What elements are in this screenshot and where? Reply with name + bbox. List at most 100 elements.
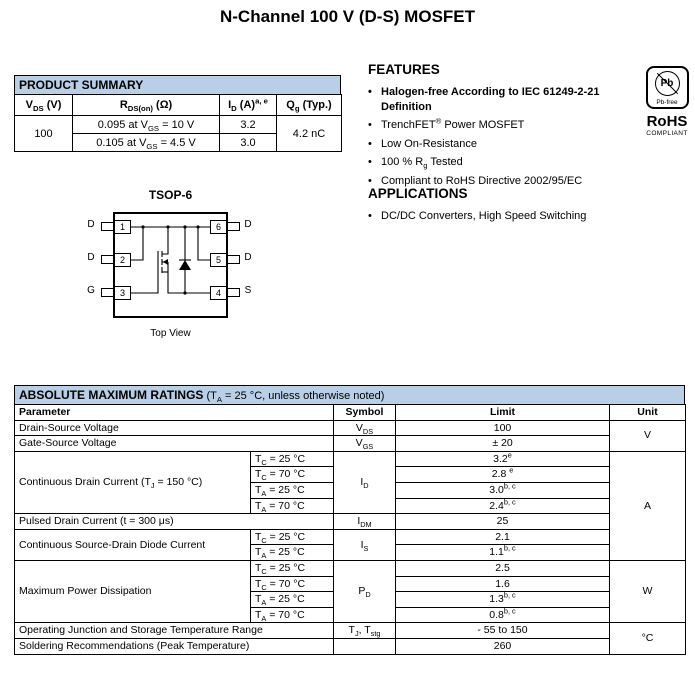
features-list: • Halogen-free According to IEC 61249-2-… [368,85,638,188]
limit-cell: 3.2e [395,450,610,468]
table-row: Gate-Source Voltage VGS ± 20 [14,435,686,452]
cond-cell: TC = 70 °C [250,466,334,483]
bullet-icon: • [368,137,372,150]
pin-2-lead [101,255,114,264]
application-text: DC/DC Converters, High Speed Switching [381,210,587,222]
applications-section: APPLICATIONS • DC/DC Converters, High Sp… [368,186,668,228]
pin-5-number: 5 [210,253,227,267]
mosfet-symbol [131,225,210,295]
bullet-icon: • [368,174,372,187]
cond-cell: TC = 70 °C [250,575,334,593]
symbol-cell: PD [333,559,396,624]
package-caption: Top View [150,328,191,339]
col-header-id: ID (A)a, e [219,94,277,116]
symbol-cell: VDS [333,419,396,437]
pin-4-lead [227,288,240,297]
bullet-icon: • [368,86,372,98]
limit-cell: 1.6 [395,575,610,593]
pin-2-number: 2 [114,253,131,267]
limit-cell: 1.1b, c [395,544,610,561]
cond-cell: TA = 70 °C [250,497,334,515]
rohs-label: RoHS [646,113,688,130]
page-title: N-Channel 100 V (D-S) MOSFET [219,7,476,26]
feature-text: Compliant to RoHS Directive 2002/95/EC [381,174,583,187]
cond-cell: TC = 25 °C [250,559,334,577]
col-header-unit: Unit [609,404,686,421]
pin-5-lead [227,255,240,264]
limit-cell: 1.3b, c [395,591,610,608]
unit-cell: °C [609,622,686,655]
compliance-badges: Pb Pb-free RoHS COMPLIANT [644,66,690,137]
id-cell: 3.0 [219,133,277,152]
limit-cell: 25 [395,513,610,530]
cond-cell: TA = 25 °C [250,481,334,499]
pin-3-lead [101,288,114,297]
table-row: 0.105 at VGS = 4.5 V 3.0 [15,133,342,152]
col-header-limit: Limit [395,404,610,421]
pin-1-lead [101,222,114,231]
col-header-qg: Qg (Typ.) [276,94,342,116]
list-item: • Low On-Resistance [368,137,638,152]
table-row: Drain-Source Voltage VDS 100 V [14,419,686,452]
feature-text: Halogen-free According to IEC 61249-2-21… [381,86,600,113]
symbol-cell [333,637,396,655]
param-cell: Continuous Drain Current (TJ = 150 °C) [14,450,251,515]
table-row: TC = 70 °C 2.8 e [15,466,686,483]
table-row: Continuous Source-Drain Diode Current TC… [14,528,686,561]
col-header-rdson: RDS(on) (Ω) [72,94,220,116]
table-row: TA = 70 °C 2.4b, c [15,497,686,515]
cond-cell: TC = 25 °C [250,528,334,546]
symbol-cell: IDM [333,513,396,530]
param-cell: Operating Junction and Storage Temperatu… [14,622,334,639]
qg-cell: 4.2 nC [276,115,342,152]
unit-cell: W [609,559,686,624]
features-section: FEATURES • Halogen-free According to IEC… [368,62,638,192]
symbol-cell: TJ, Tstg [333,622,396,639]
pin-2-label: D [87,252,95,263]
absolute-maximum-ratings-section: ABSOLUTE MAXIMUM RATINGS(TA = 25 °C, unl… [14,385,686,655]
package-diagram: TSOP-6 [87,188,258,348]
col-header-symbol: Symbol [333,404,396,421]
pin-4-label: S [244,285,252,296]
unit-cell: A [609,450,686,561]
unit-cell: V [609,419,686,452]
limit-cell: 2.8 e [395,466,610,483]
amr-title: ABSOLUTE MAXIMUM RATINGS [19,388,204,402]
pin-1-number: 1 [114,220,131,234]
rdson-cell: 0.095 at VGS = 10 V [72,115,220,134]
pin-6-number: 6 [210,220,227,234]
id-cell: 3.2 [219,115,277,134]
table-row: TA = 70 °C 0.8b, c [15,606,686,624]
param-cell: Soldering Recommendations (Peak Temperat… [14,637,334,655]
list-item: • Compliant to RoHS Directive 2002/95/EC [368,174,638,189]
table-header-row: Parameter Symbol Limit Unit [14,404,686,421]
limit-cell: 3.0b, c [395,481,610,499]
limit-cell: 0.8b, c [395,606,610,624]
applications-list: • DC/DC Converters, High Speed Switching [368,209,668,224]
symbol-cell: IS [333,528,396,561]
bullet-icon: • [368,210,372,222]
limit-cell: 2.4b, c [395,497,610,515]
col-header-parameter: Parameter [14,404,334,421]
limit-cell: ± 20 [395,435,610,452]
limit-cell: - 55 to 150 [395,622,610,639]
limit-cell: 260 [395,637,610,655]
feature-text: Low On-Resistance [381,137,477,150]
amr-table: Parameter Symbol Limit Unit Drain-Source… [14,404,686,655]
list-item: • TrenchFET® Power MOSFET [368,117,638,133]
product-summary-table: VDS (V) RDS(on) (Ω) ID (A)a, e Qg (Typ.)… [14,94,342,152]
col-header-vds: VDS (V) [14,94,73,116]
limit-cell: 2.5 [395,559,610,577]
bullet-icon: • [368,156,372,169]
package-name: TSOP-6 [148,188,193,202]
cond-cell: TC = 25 °C [250,450,334,468]
pin-6-label: D [244,219,252,230]
amr-header: ABSOLUTE MAXIMUM RATINGS(TA = 25 °C, unl… [14,385,685,405]
cond-cell: TA = 70 °C [250,606,334,624]
pin-6-lead [227,222,240,231]
pin-3-label: G [87,285,95,296]
product-summary-section: PRODUCT SUMMARY VDS (V) RDS(on) (Ω) ID (… [14,75,342,152]
table-row: TA = 25 °C 1.3b, c [15,591,686,608]
pb-free-icon: Pb Pb-free [645,66,689,109]
